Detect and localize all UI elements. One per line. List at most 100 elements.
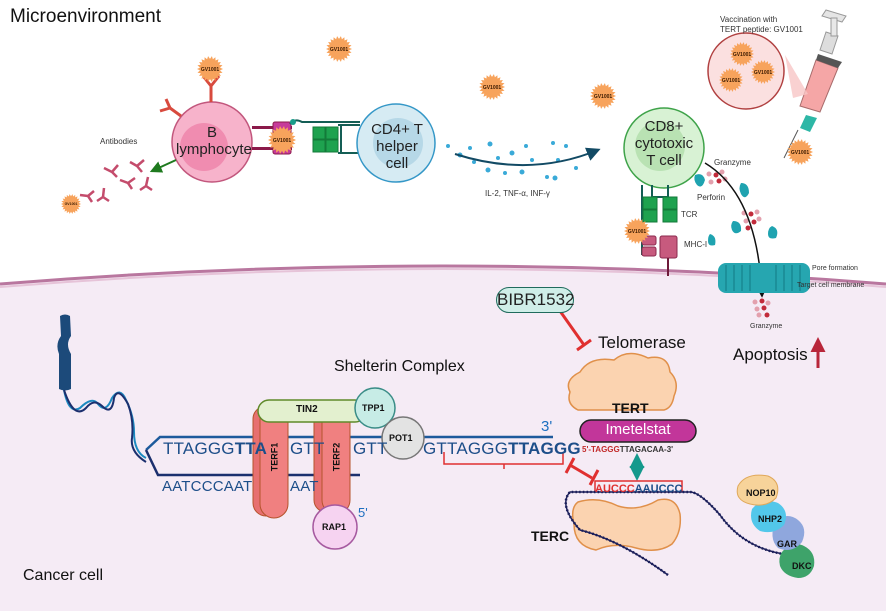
- imetelstat-seq-dark: TTAGACAA-3': [619, 445, 674, 454]
- cd8-label-line2: cytotoxic: [634, 135, 694, 152]
- terc-template-bracket: [594, 480, 683, 492]
- gv1001-starburst: [751, 60, 775, 84]
- target-cell-membrane-label: Target cell membrane: [797, 282, 865, 289]
- cd4-label-line1: CD4+ T: [371, 121, 423, 138]
- granzyme-label-bottom: Granzyme: [750, 323, 783, 330]
- telomere-top-sequence-right: GTTAGGGTTAGGG: [423, 439, 581, 458]
- gv1001-peptide: GV1001: [624, 218, 650, 244]
- nop10-label: NOP10: [746, 488, 776, 498]
- perforin-label: Perforin: [697, 193, 726, 202]
- antibodies: [79, 159, 153, 203]
- telomere-top-sequence-mid2: GTT: [353, 439, 388, 458]
- granzyme-label-top: Granzyme: [714, 158, 751, 167]
- cancer-cell-title: Cancer cell: [23, 567, 104, 584]
- inhibition-bar-left: [564, 457, 576, 474]
- vaccination-label: Vaccination with TERT peptide: GV1001: [720, 15, 803, 35]
- pore-formation-label: Pore formation: [812, 265, 858, 272]
- terc-seq-red: AUCCC: [595, 483, 635, 495]
- microenvironment-title: Microenvironment: [10, 6, 161, 27]
- dkc-protein: [779, 544, 815, 578]
- cytokine-dots: [446, 141, 578, 181]
- telomere-bottom-sequence-left: AATCCCAAT: [162, 478, 253, 495]
- cd4-label-line3: cell: [385, 155, 409, 172]
- gv1001-starburst: [61, 194, 81, 214]
- terf1-protein: [252, 405, 289, 519]
- terf2-protein: [313, 405, 351, 515]
- pot1-label: POT1: [389, 433, 413, 443]
- cd4-helper-label: CD4+ T helper cell: [362, 121, 432, 172]
- gar-label: GAR: [777, 539, 797, 549]
- gv1001-starburst: [624, 218, 650, 244]
- pot1-protein: [381, 416, 425, 460]
- cd8-cytotoxic-t-cell: [623, 107, 705, 189]
- antibody-arrow: [149, 159, 177, 173]
- tpp1-label: TPP1: [362, 403, 385, 413]
- tert-label: TERT: [612, 400, 649, 416]
- gv1001-label: GV1001: [330, 47, 349, 53]
- three-prime-label: 3': [541, 418, 553, 435]
- cytokine-arrow: [454, 147, 601, 167]
- gv1001-peptide: GV1001: [479, 74, 505, 100]
- b-lymphocyte-label: B lymphocyte: [176, 124, 252, 158]
- gv1001-starburst: [730, 42, 754, 66]
- gv1001-peptide: GV1001: [751, 60, 775, 84]
- gv1001-label: GV1001: [722, 78, 741, 84]
- imetelstat-label: Imetelstat: [605, 421, 671, 438]
- imetelstat-seq-red: 5'-TAGGG: [582, 445, 620, 454]
- terf2-label: TERF2: [331, 442, 342, 472]
- imetelstat-inhibition-line: [569, 463, 593, 480]
- tert-body: [567, 352, 677, 411]
- apoptosis-label: Apoptosis: [733, 345, 808, 364]
- imetelstat-drug: [579, 419, 697, 443]
- bibr1532-label: BIBR1532: [496, 287, 575, 313]
- gv1001-peptides: GV1001GV1001GV1001GV1001GV1001GV1001GV10…: [61, 36, 813, 244]
- vaccination-label-line1: Vaccination with: [720, 15, 778, 24]
- rap1-label: RAP1: [322, 522, 347, 532]
- dna-helix-strand-a: [63, 389, 147, 459]
- b-lymphocyte: [171, 101, 253, 183]
- five-prime-label: 5': [358, 505, 368, 520]
- chromosome: [57, 314, 71, 391]
- gv1001-peptide: GV1001: [268, 126, 296, 154]
- terc-template-sequence: AUCCCAAUCCC: [595, 483, 682, 495]
- nop10-protein: [736, 474, 779, 506]
- cd8-label-line1: CD8+: [644, 118, 684, 135]
- dna-helix-strand-b: [63, 389, 147, 463]
- cd8-cytotoxic-label: CD8+ cytotoxic T cell: [624, 118, 704, 169]
- mhc-i-label: MHC-I: [684, 240, 708, 249]
- membrane-pore: [718, 263, 810, 293]
- gv1001-starburst: [719, 68, 743, 92]
- gv1001-peptide: GV1001: [787, 139, 813, 165]
- gv1001-starburst: [197, 56, 223, 82]
- tpp1-protein: [354, 387, 396, 429]
- gv1001-label: GV1001: [733, 52, 752, 58]
- nhp2-protein: [751, 501, 786, 533]
- gv1001-label: GV1001: [754, 70, 773, 76]
- gv1001-peptide: GV1001: [730, 42, 754, 66]
- tin2-label: TIN2: [296, 404, 318, 415]
- terc-rna-backbone: [565, 491, 791, 576]
- gv1001-peptide: GV1001: [719, 68, 743, 92]
- antibodies-label: Antibodies: [100, 137, 138, 146]
- gv1001-label: GV1001: [791, 150, 810, 156]
- tcr-label: TCR: [681, 210, 698, 219]
- bibr1532-inhibition-bar: [576, 338, 592, 352]
- bibr1532-inhibition-line: [558, 310, 586, 346]
- b-lymphocyte-label-line1: B: [206, 124, 217, 141]
- telomere-top-sequence-mid1: GTT: [290, 439, 325, 458]
- cd4-label-line2: helper: [376, 138, 418, 155]
- terc-label: TERC: [531, 528, 570, 544]
- gv1001-peptide: GV1001: [326, 36, 352, 62]
- gv1001-starburst: [787, 139, 813, 165]
- perforin: [694, 174, 778, 246]
- gv1001-label: GV1001: [628, 229, 647, 235]
- imetelstat-sequence: 5'-TAGGGTTAGACAA-3': [582, 445, 673, 454]
- telomerase-label: Telomerase: [598, 333, 686, 352]
- cd8-label-line3: T cell: [646, 152, 682, 169]
- gv1001-label: GV1001: [594, 94, 613, 100]
- telomere-top-sequence-left: TTAGGGTTA: [163, 439, 268, 458]
- b-lymphocyte-label-line2: lymphocyte: [176, 141, 252, 158]
- gv1001-starburst: [479, 74, 505, 100]
